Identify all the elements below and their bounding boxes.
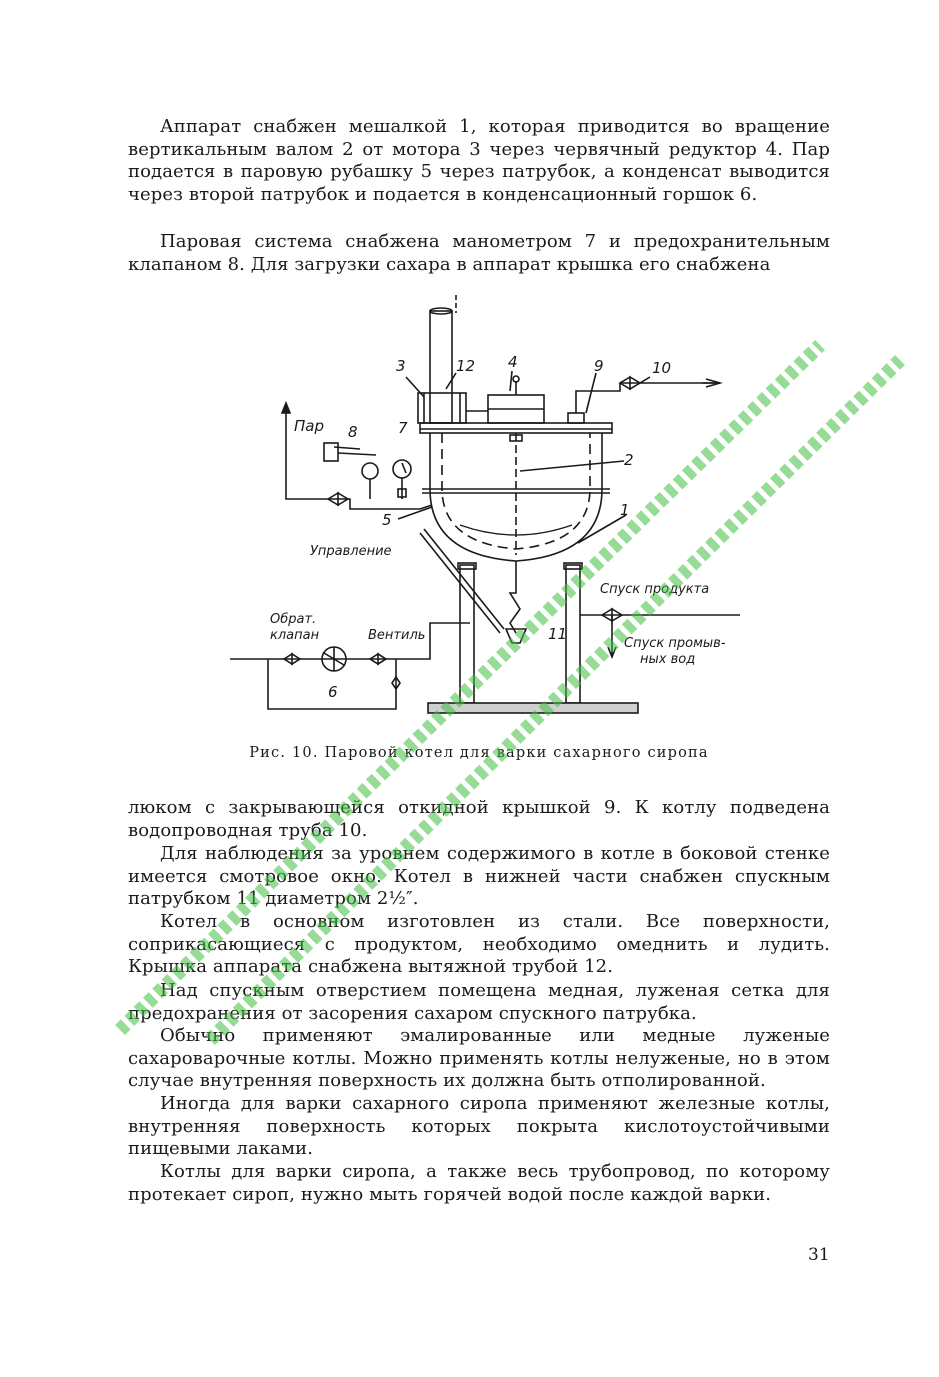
boiler-lid <box>419 422 613 434</box>
paragraph-6: Над спускным отверстием помещена медная,… <box>128 980 830 1024</box>
paragraph-3: люком с закрывающейся откидной крышкой 9… <box>128 797 830 841</box>
label-12: 12 <box>456 357 475 375</box>
label-11: 11 <box>548 625 567 643</box>
label-3: 3 <box>396 357 406 375</box>
label-control: Управление <box>310 544 392 559</box>
label-6: 6 <box>328 683 338 701</box>
label-1: 1 <box>620 501 630 519</box>
boiler-diagram: 3 12 4 9 10 Пар 8 7 2 1 5 Управление Спу… <box>230 295 740 714</box>
label-2: 2 <box>624 451 634 469</box>
safety-valve-weight <box>323 442 339 462</box>
paragraph-9: Котлы для варки сиропа, а также весь тру… <box>128 1161 830 1205</box>
condensate-pipe <box>230 622 470 660</box>
exhaust-pipe <box>429 310 453 424</box>
boiler-figure: 3 12 4 9 10 Пар 8 7 2 1 5 Управление Спу… <box>220 293 740 733</box>
paragraph-7: Обычно применяют эмалированные или медны… <box>128 1025 830 1091</box>
manometer-gauge <box>392 459 412 479</box>
paragraph-4: Для наблюдения за уровнем содержимого в … <box>128 843 830 909</box>
page-number: 31 <box>808 1245 830 1265</box>
label-check-valve-1: Обрат. <box>270 612 316 627</box>
label-7: 7 <box>398 419 408 437</box>
label-8: 8 <box>348 423 358 441</box>
label-steam: Пар <box>294 417 324 435</box>
label-10: 10 <box>652 359 671 377</box>
paragraph-2: Паровая система снабжена манометром 7 и … <box>128 231 830 275</box>
paragraph-1: Аппарат снабжен мешалкой 1, которая прив… <box>128 116 830 205</box>
label-rinse-1: Спуск промыв- <box>624 636 726 651</box>
label-product-outlet: Спуск продукта <box>600 582 709 597</box>
label-valve: Вентиль <box>368 628 425 643</box>
label-check-valve-2: клапан <box>270 628 320 643</box>
label-9: 9 <box>594 357 604 375</box>
leg-right <box>565 564 581 704</box>
figure-caption: Рис. 10. Паровой котел для варки сахарно… <box>249 745 709 761</box>
paragraph-8: Иногда для варки сахарного сиропа примен… <box>128 1093 830 1159</box>
label-4: 4 <box>508 353 518 371</box>
label-5: 5 <box>382 511 392 529</box>
label-rinse-2: ных вод <box>640 652 695 667</box>
motor <box>417 392 467 424</box>
base-plate <box>427 702 639 714</box>
paragraph-5: Котел в основном изготовлен из стали. Вс… <box>128 911 830 977</box>
